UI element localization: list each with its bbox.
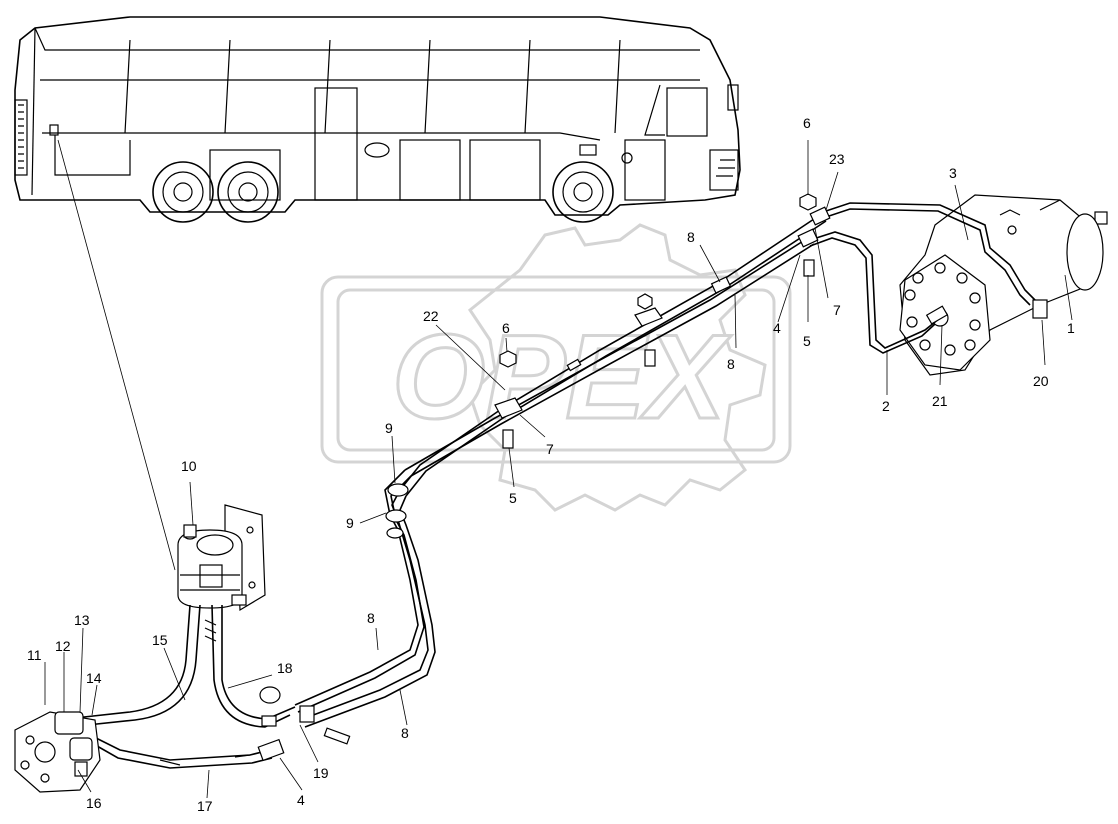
leader-lines [44, 140, 1073, 799]
callout-13: 13 [74, 612, 90, 628]
callout-14: 14 [86, 670, 102, 686]
callout-4-lower: 4 [297, 792, 305, 808]
callout-10: 10 [181, 458, 197, 474]
callout-8-upper-a: 8 [687, 229, 695, 245]
callout-8-upper-b: 8 [727, 356, 735, 372]
pressure-pipes-upper [399, 202, 1036, 497]
callout-9-lower: 9 [346, 515, 354, 531]
bus-wheel-front [552, 161, 614, 223]
callout-6-upper: 6 [803, 115, 811, 131]
pressure-pipes-lower [294, 469, 436, 728]
callout-labels: 1 2 3 4 5 6 7 8 8 20 21 23 6 22 7 5 9 9 … [27, 115, 1075, 814]
bus-illustration [14, 16, 741, 223]
bus-wheel-rear-1 [152, 161, 214, 223]
callout-3: 3 [949, 165, 957, 181]
callout-23: 23 [829, 151, 845, 167]
watermark-gear [467, 223, 767, 512]
steering-pump [14, 711, 101, 793]
watermark-frame-inner [336, 288, 776, 452]
callout-2: 2 [882, 398, 890, 414]
callout-19: 19 [313, 765, 329, 781]
callout-16: 16 [86, 795, 102, 811]
callout-5-lower: 5 [509, 490, 517, 506]
callout-1: 1 [1067, 320, 1075, 336]
callout-11: 11 [27, 647, 42, 663]
steering-gear [899, 194, 1108, 376]
callout-18: 18 [277, 660, 293, 676]
watermark-text: OPEX [392, 310, 732, 444]
opex-watermark: OPEX [320, 223, 792, 512]
callout-5-upper: 5 [803, 333, 811, 349]
pipe-fittings-right [494, 193, 949, 449]
callout-15: 15 [152, 632, 168, 648]
callout-12: 12 [55, 638, 71, 654]
callout-9-upper: 9 [385, 420, 393, 436]
callout-17: 17 [197, 798, 213, 814]
suction-and-return-hoses [74, 604, 351, 769]
callout-20: 20 [1033, 373, 1049, 389]
watermark-frame-outer [320, 275, 792, 464]
callout-7-upper: 7 [833, 302, 841, 318]
callout-21: 21 [932, 393, 948, 409]
bus-wheel-rear-2 [217, 161, 279, 223]
callout-4-upper: 4 [773, 320, 781, 336]
callout-6-lower: 6 [502, 320, 510, 336]
callout-22: 22 [423, 308, 439, 324]
callout-8-lower-b: 8 [401, 725, 409, 741]
callout-8-lower-a: 8 [367, 610, 375, 626]
oil-reservoir [177, 504, 266, 612]
callout-7-lower: 7 [546, 441, 554, 457]
